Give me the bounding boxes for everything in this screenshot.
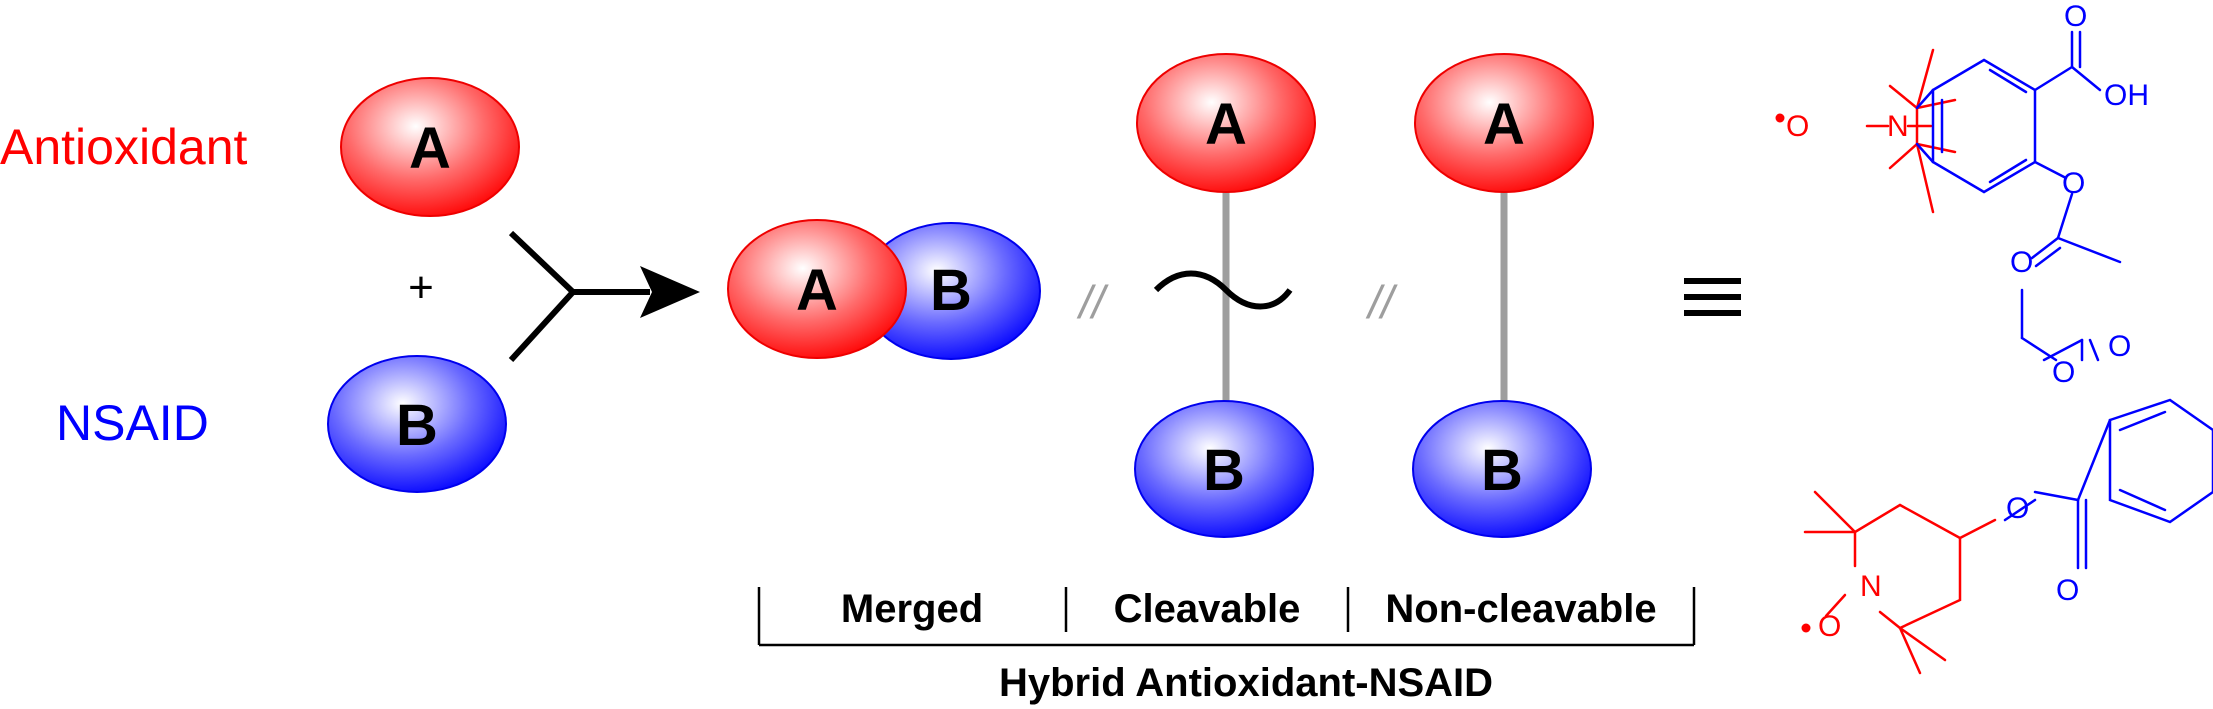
nsaid-label: NSAID	[56, 395, 209, 451]
nsaid-node: B	[327, 355, 507, 493]
top-oh: OH	[2104, 79, 2149, 112]
cleavable-hybrid: A B	[1134, 53, 1316, 538]
separator-1: //	[1076, 276, 1109, 328]
bottom-acetyl-o: O	[2108, 330, 2131, 363]
bottom-radical-dot	[1801, 623, 1811, 633]
merged-letter-a: A	[796, 258, 838, 323]
separator-2: //	[1365, 276, 1398, 328]
combine-arrow	[508, 230, 650, 363]
top-molecule: O N O OH O O	[1775, 0, 2149, 279]
category-bracket	[757, 587, 1696, 647]
plus-sign: +	[408, 263, 434, 312]
equivalence-sign	[1684, 278, 1741, 316]
cleavable-letter-a: A	[1205, 92, 1247, 157]
bottom-nitrogen: N	[1860, 570, 1882, 603]
cleavable-linker-tilde	[1153, 270, 1293, 310]
noncleavable-letter-a: A	[1483, 92, 1525, 157]
top-nitrogen: N	[1887, 110, 1909, 143]
cleavable-letter-b: B	[1203, 438, 1245, 503]
noncleavable-hybrid: A B	[1412, 53, 1594, 538]
bottom-ring-ester-o: O	[2052, 356, 2075, 389]
category-cleavable: Cleavable	[1114, 587, 1301, 631]
top-radical-dot	[1775, 113, 1785, 123]
bottom-radical-o: O	[1818, 610, 1841, 643]
merged-letter-b: B	[930, 258, 972, 323]
arrow-head	[640, 266, 700, 318]
category-merged: Merged	[841, 587, 983, 631]
antioxidant-node: A	[340, 77, 520, 217]
merged-hybrid: A B	[727, 219, 1041, 360]
top-carbonyl-o: O	[2064, 0, 2087, 33]
nsaid-node-letter: B	[396, 393, 438, 458]
top-radical-o: O	[1786, 110, 1809, 143]
antioxidant-label: Antioxidant	[0, 119, 247, 175]
top-acetyl-o: O	[2010, 246, 2033, 279]
antioxidant-node-letter: A	[409, 116, 451, 181]
noncleavable-letter-b: B	[1481, 438, 1523, 503]
bottom-carbonyl-o: O	[2056, 574, 2079, 607]
bottom-molecule: O O O O N O	[1801, 288, 2213, 675]
category-noncleavable: Non-cleavable	[1385, 587, 1656, 631]
bracket-title: Hybrid Antioxidant-NSAID	[999, 661, 1493, 705]
top-ester-o: O	[2062, 167, 2085, 200]
bottom-ester-o: O	[2006, 492, 2029, 525]
